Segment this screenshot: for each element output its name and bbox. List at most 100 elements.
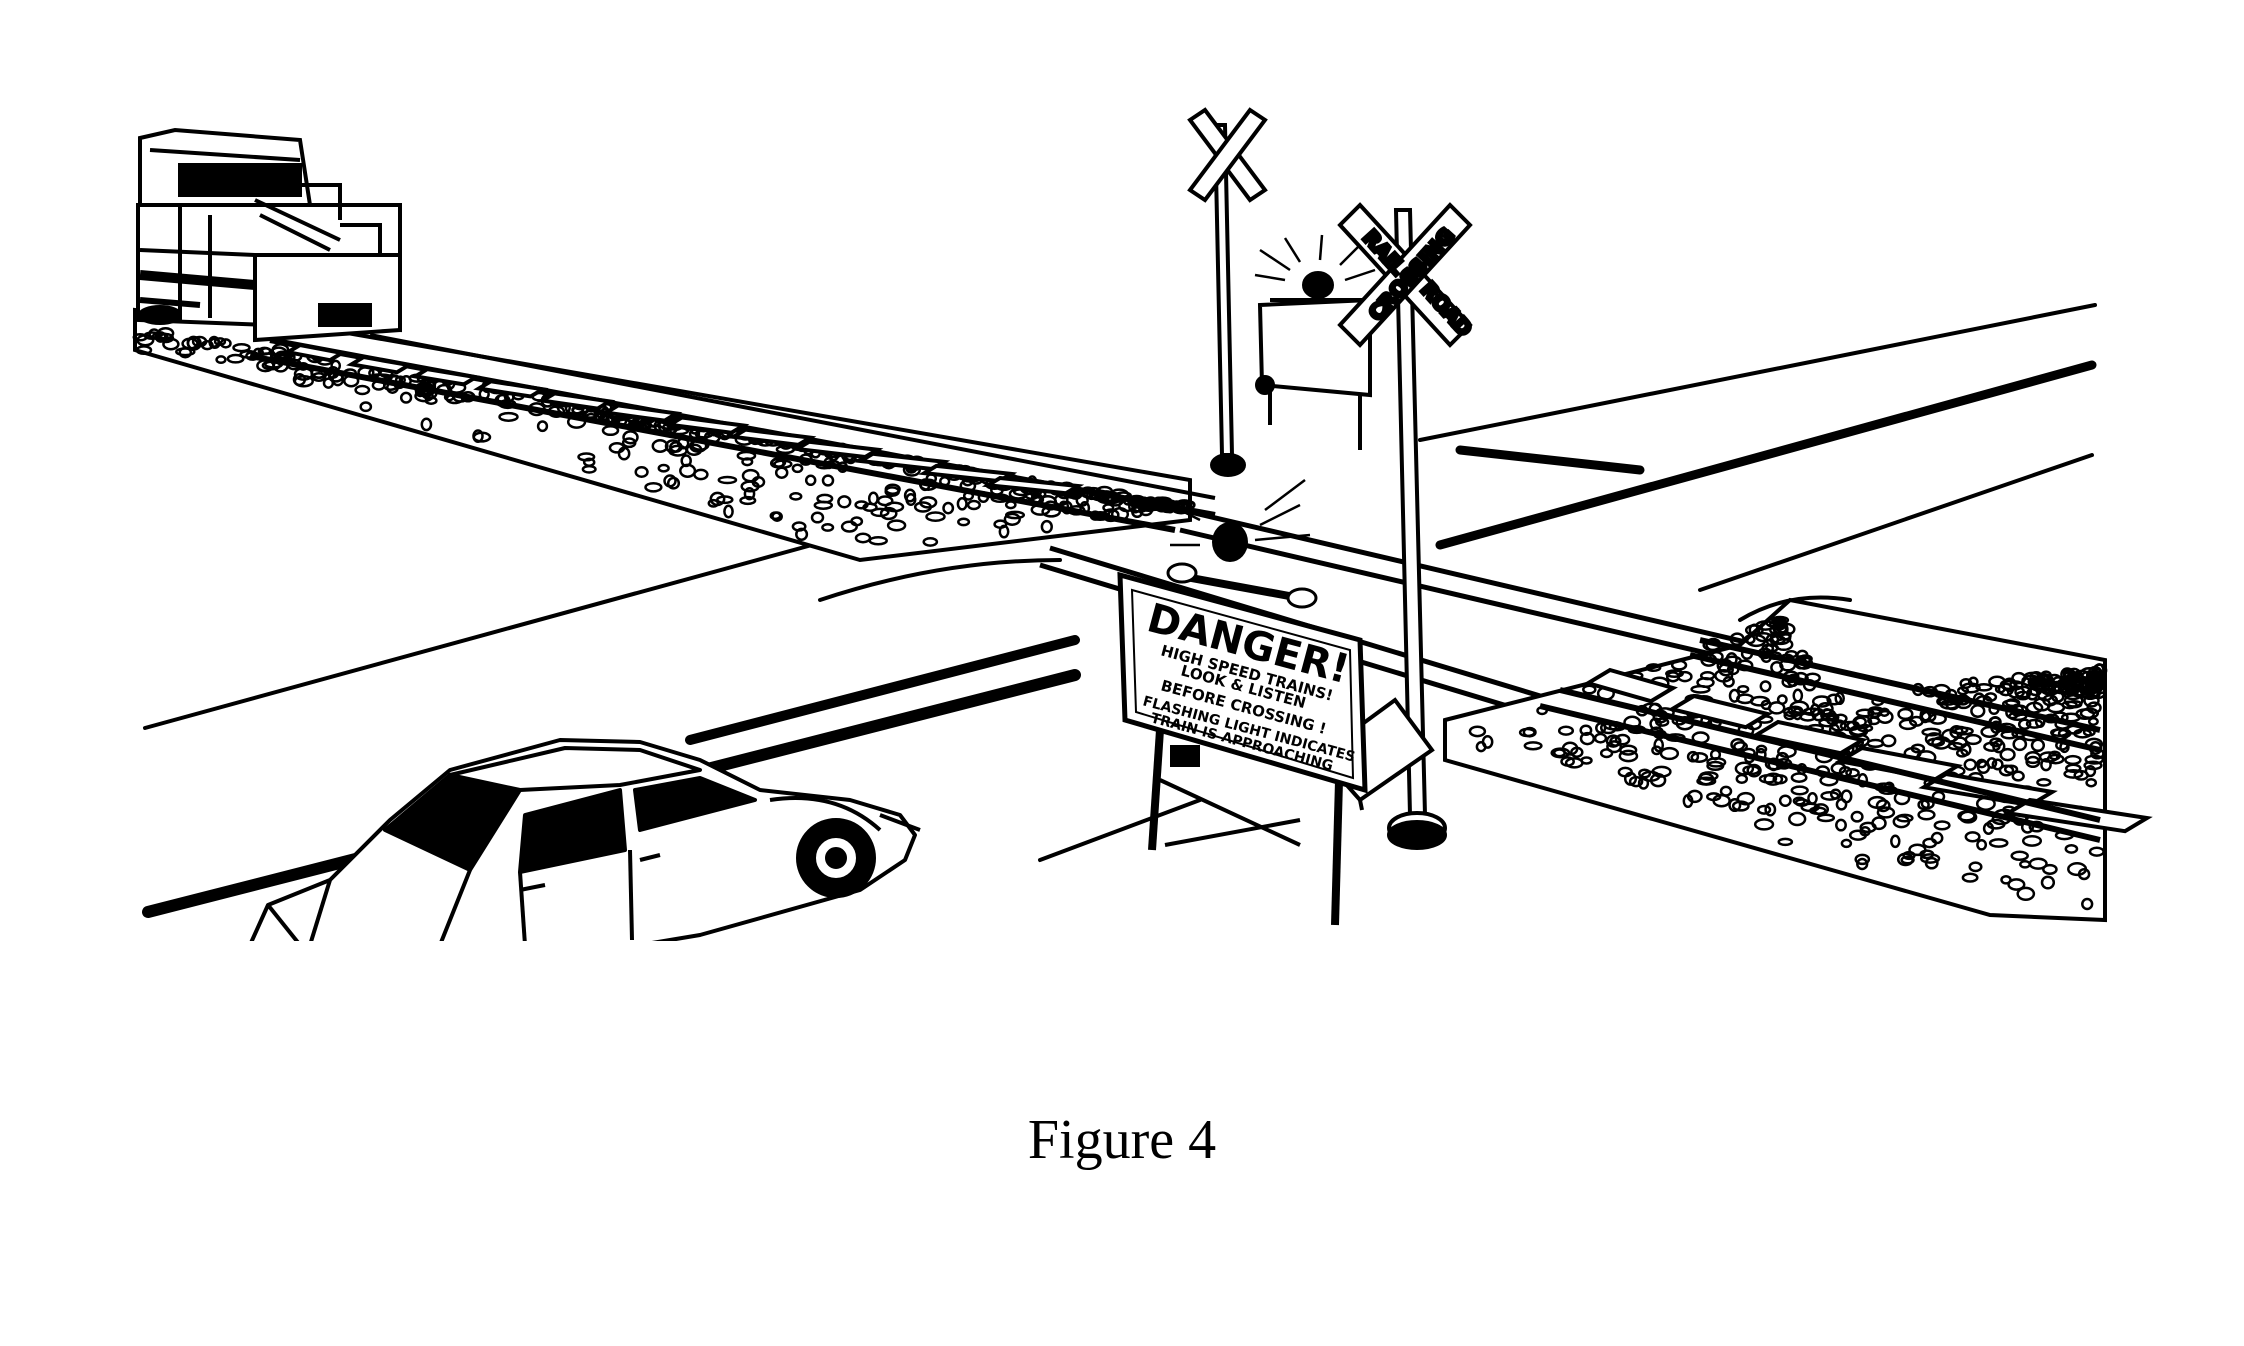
ballast-stone <box>666 476 681 490</box>
ballast-stone <box>2083 760 2103 771</box>
ballast-stone <box>1788 811 1807 827</box>
ballast-stone <box>135 345 153 356</box>
ballast-stone <box>1614 733 1631 746</box>
ballast-stone <box>743 487 756 501</box>
ballast-stone <box>1653 738 1665 753</box>
rail-tie <box>727 427 817 447</box>
ballast-stone <box>1729 632 1745 647</box>
ballast-stone <box>1792 688 1804 703</box>
ballast-stone <box>1963 758 1978 771</box>
ballast-stone <box>1811 695 1832 708</box>
ballast-stone <box>821 522 835 532</box>
ballast-stone <box>1686 789 1703 804</box>
ballast-stone <box>1830 719 1847 732</box>
rail-tie <box>1583 667 1678 704</box>
ballast-stone <box>1645 663 1662 673</box>
ballast-stone <box>2019 859 2031 869</box>
ballast-stone <box>232 343 251 353</box>
ballast-stone <box>1053 493 1069 507</box>
ballast-stone <box>2063 687 2083 701</box>
ballast-stone <box>2084 765 2097 778</box>
ballast-stone <box>1659 746 1680 761</box>
ballast-stone <box>2010 850 2029 862</box>
ballast-stone <box>1606 740 1623 754</box>
ballast-stone <box>1783 710 1796 721</box>
ballast-stone <box>1908 715 1924 727</box>
ballast-stone <box>1728 797 1742 813</box>
ballast-stone <box>1734 761 1755 776</box>
ballast-stone <box>1605 734 1621 748</box>
ballast-stone <box>791 463 804 474</box>
ballast-stone <box>2003 764 2019 775</box>
ballast-stone <box>178 346 193 359</box>
ballast-stone <box>634 466 649 478</box>
ballast-stone <box>1756 804 1772 815</box>
ballast-stone <box>1976 838 1988 851</box>
ballast-stone <box>1867 795 1888 809</box>
ballast-stone <box>1593 732 1608 744</box>
ballast-stone <box>219 338 232 349</box>
ballast-stone <box>2040 758 2052 772</box>
ballast-stone <box>1897 707 1914 721</box>
ballast-stone <box>1769 625 1781 635</box>
beacon-light-rear <box>1302 271 1334 299</box>
ballast-stone <box>1976 758 1988 769</box>
ballast-stone <box>1617 766 1633 778</box>
ballast-stone <box>925 511 946 522</box>
rail-tie <box>600 403 683 423</box>
ballast-stone <box>215 355 227 365</box>
car <box>248 738 921 947</box>
ballast-stone <box>2008 680 2024 691</box>
ballast-stone <box>354 384 371 396</box>
ballast-stone <box>1821 707 1833 719</box>
ballast-stone <box>1774 637 1794 652</box>
car-roof <box>448 746 702 792</box>
ballast-stone <box>582 457 596 467</box>
ballast-stone <box>1959 678 1973 689</box>
ballast-stone <box>2079 707 2100 720</box>
ballast-stone <box>162 337 180 351</box>
ballast-stone <box>2042 863 2058 875</box>
figure-caption: Figure 4 <box>1027 1109 1217 1171</box>
ballast-stone <box>1975 682 1993 692</box>
ballast-stone <box>191 335 208 348</box>
locomotive <box>136 127 402 343</box>
rail-tie <box>409 367 482 387</box>
ballast-stone <box>2015 690 2031 701</box>
road-edge-upper-left <box>143 538 832 730</box>
ballast-stone <box>1737 684 1750 694</box>
ballast-stone <box>1475 741 1487 753</box>
ballast-stone <box>1677 670 1693 683</box>
ballast-stone <box>1878 707 1890 717</box>
ballast-stone <box>2088 846 2105 857</box>
ballast-stone <box>1830 762 1847 775</box>
ballast-stone <box>2085 777 2098 788</box>
ballast-stone <box>1579 731 1596 746</box>
ballast-stone <box>1976 760 1991 775</box>
ballast-stone <box>1959 810 1978 824</box>
ballast-stone <box>1796 649 1809 661</box>
ballast-stone <box>1840 789 1853 804</box>
ballast-stone <box>1755 632 1773 643</box>
ballast-stone <box>1988 838 2009 848</box>
ballast-stone <box>1731 800 1750 812</box>
beacon-rays-front <box>1170 479 1311 547</box>
ballast-stone <box>2021 834 2043 847</box>
ballast-stone <box>1939 699 1960 710</box>
ballast-stone <box>957 517 971 527</box>
ballast-stone <box>1772 774 1788 785</box>
ballast-stone <box>1835 818 1847 832</box>
ballast-stone <box>2092 663 2108 678</box>
ballast-stone <box>1690 752 1709 763</box>
ballast-stone <box>2066 699 2083 709</box>
ballast-stone <box>1876 709 1894 724</box>
ballast-stone <box>1560 756 1575 767</box>
ballast-stone <box>651 439 669 453</box>
ballast-stone <box>1953 726 1974 736</box>
ballast-stone <box>1818 717 1839 728</box>
ballast-stone <box>1968 861 1983 873</box>
ballast-stone <box>804 474 817 487</box>
ballast-stone <box>472 429 484 443</box>
ballast-stone <box>1748 623 1761 637</box>
ballast-stone <box>2086 701 2102 715</box>
